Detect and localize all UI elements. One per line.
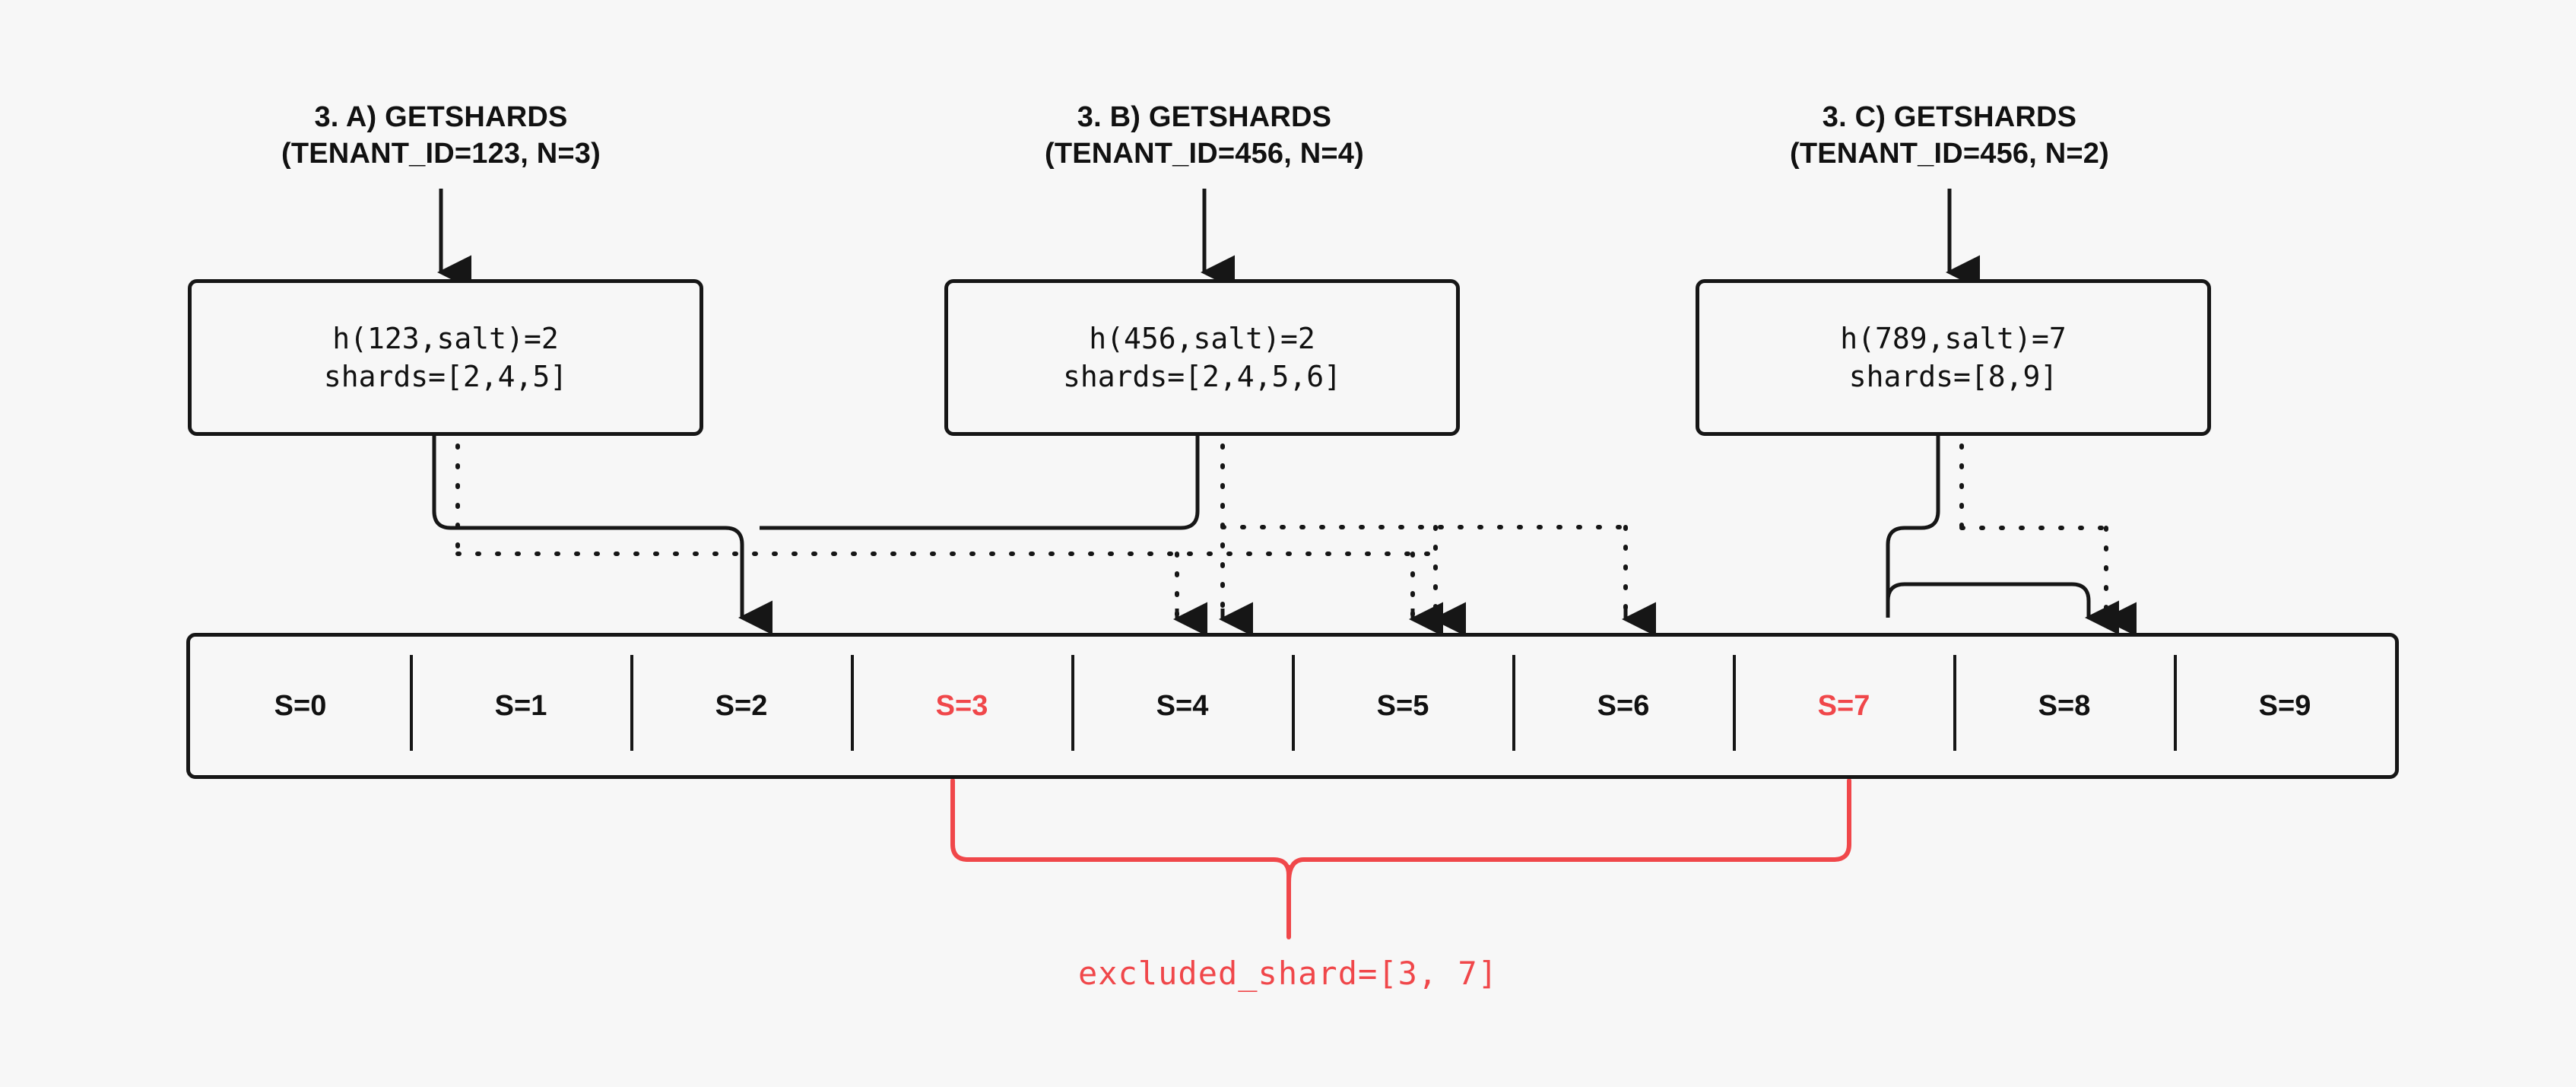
hash-box-a-line1: h(123,salt)=2 (332, 322, 559, 355)
shard-label: S=8 (2038, 689, 2091, 722)
excluded-brace (950, 778, 1851, 883)
shard-cell[interactable]: S=6 (1512, 637, 1734, 775)
hash-box-b-line1: h(456,salt)=2 (1089, 322, 1315, 355)
shard-label: S=1 (494, 689, 547, 722)
call-title-b: 3. B) GETSHARDS (TENANT_ID=456, N=4) (1044, 101, 1364, 170)
shard-cell[interactable]: S=7 (1733, 637, 1954, 775)
hash-box-a-line2: shards=[2,4,5] (323, 360, 568, 393)
shard-cell[interactable]: S=8 (1953, 637, 2175, 775)
shard-label: S=2 (715, 689, 768, 722)
shard-cell[interactable]: S=4 (1071, 637, 1293, 775)
hash-box-c-line1: h(789,salt)=7 (1840, 322, 2067, 355)
wire-a-solid-to-shard2 (432, 426, 772, 635)
excluded-shard-label: excluded_shard=[3, 7] (1077, 955, 1498, 992)
shard-cell[interactable]: S=2 (630, 637, 852, 775)
shard-label: S=4 (1156, 689, 1209, 722)
shard-label: S=3 (935, 689, 988, 722)
hash-box-c-line2: shards=[8,9] (1848, 360, 2058, 393)
hash-box-b: h(456,salt)=2 shards=[2,4,5,6] (944, 279, 1460, 436)
shard-cell[interactable]: S=0 (190, 637, 411, 775)
shard-cell[interactable]: S=1 (410, 637, 631, 775)
shard-label: S=5 (1376, 689, 1429, 722)
shard-label: S=6 (1597, 689, 1650, 722)
call-title-c: 3. C) GETSHARDS (TENANT_ID=456, N=2) (1789, 101, 2109, 170)
wire-b-solid-to-shard2 (760, 426, 1200, 530)
shard-cell[interactable]: S=3 (851, 637, 1072, 775)
wire-c-solid-to-shard8 (1886, 426, 1940, 618)
hash-box-b-line2: shards=[2,4,5,6] (1062, 360, 1342, 393)
shard-label: S=9 (2258, 689, 2311, 722)
shard-cell[interactable]: S=5 (1292, 637, 1513, 775)
shard-cell[interactable]: S=9 (2174, 637, 2395, 775)
hash-box-c: h(789,salt)=7 shards=[8,9] (1696, 279, 2211, 436)
shard-label: S=7 (1817, 689, 1870, 722)
shard-bar: S=0 S=1 S=2 S=3 S=4 S=5 S=6 S=7 S=8 S=9 (186, 633, 2399, 779)
call-title-a: 3. A) GETSHARDS (TENANT_ID=123, N=3) (281, 101, 601, 170)
wire-c-solid-hook-to-shard8 (1886, 582, 2119, 635)
shard-label: S=0 (274, 689, 327, 722)
hash-box-a: h(123,salt)=2 shards=[2,4,5] (188, 279, 703, 436)
